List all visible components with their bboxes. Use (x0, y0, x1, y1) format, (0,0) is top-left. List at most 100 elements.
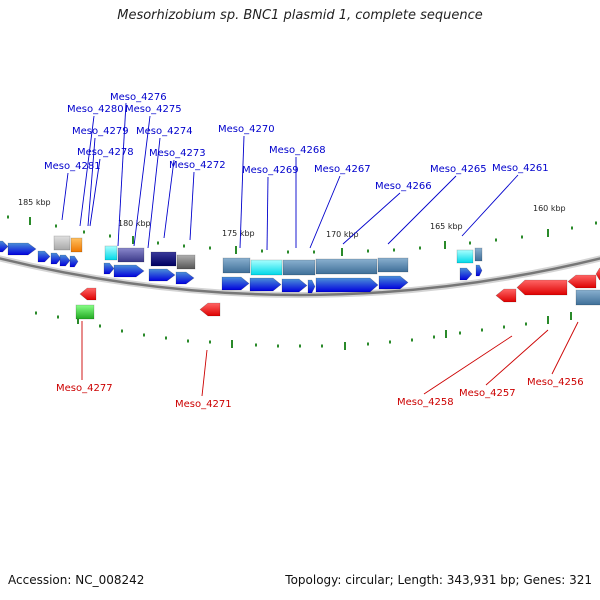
leader-line (485, 329, 549, 386)
topology-info: Topology: circular; Length: 343,931 bp; … (285, 573, 592, 587)
cog-category-block (53, 235, 71, 251)
tick-major (231, 340, 233, 348)
tick-major (29, 217, 31, 225)
tick-minor (433, 335, 435, 339)
gene-label-reverse: Meso_4258 (397, 397, 454, 408)
tick-minor (459, 331, 461, 335)
leader-line (133, 115, 151, 247)
gene-label-forward: Meso_4279 (72, 126, 129, 137)
cog-category-block (282, 259, 316, 276)
leader-line (79, 115, 95, 227)
tick-minor (83, 230, 85, 234)
tick-minor (55, 224, 57, 228)
cog-category-block (176, 254, 196, 270)
tick-major (547, 229, 549, 237)
leader-line (551, 321, 579, 375)
cds-reverse-arrow (495, 288, 517, 303)
gene-label-forward: Meso_4273 (149, 148, 206, 159)
cog-category-block (315, 258, 378, 275)
cog-category-block (70, 237, 83, 253)
leader-line (423, 335, 513, 395)
cog-category-block (474, 247, 483, 262)
tick-minor (571, 226, 573, 230)
tick-minor (503, 325, 505, 329)
tick-minor (255, 343, 257, 347)
cog-category-block (104, 245, 118, 261)
tick-major (547, 316, 549, 324)
cds-forward-arrow (459, 267, 473, 281)
cds-forward-arrow (281, 278, 308, 293)
leader-line (201, 349, 208, 397)
gene-label-forward: Meso_4267 (314, 164, 371, 175)
gene-label-forward: Meso_4281 (44, 161, 101, 172)
tick-major (445, 330, 447, 338)
cds-forward-arrow (175, 271, 195, 285)
tick-major (444, 241, 446, 249)
kbp-scale-label: 160 kbp (533, 204, 566, 213)
tick-minor (165, 336, 167, 340)
tick-minor (313, 250, 315, 254)
cds-reverse-arrow (79, 287, 97, 301)
cds-forward-arrow (249, 277, 282, 292)
kbp-scale-label: 170 kbp (326, 230, 359, 239)
cds-forward-arrow (307, 279, 316, 294)
cds-forward-arrow (37, 250, 51, 263)
gene-label-forward: Meso_4269 (242, 165, 299, 176)
cds-forward-arrow (315, 277, 379, 293)
cds-forward-arrow (475, 264, 483, 277)
gene-label-reverse: Meso_4277 (56, 383, 113, 394)
cds-reverse-arrow (595, 267, 600, 281)
tick-minor (143, 333, 145, 337)
cog-category-block (222, 257, 251, 274)
tick-minor (187, 339, 189, 343)
gene-label-forward: Meso_4275 (125, 104, 182, 115)
leader-line (266, 176, 269, 251)
leader-line (147, 137, 161, 249)
kbp-scale-label: 180 kbp (118, 219, 151, 228)
backbone-arc-core (0, 257, 600, 297)
tick-minor (389, 340, 391, 344)
gene-label-forward: Meso_4274 (136, 126, 193, 137)
cog-category-block (456, 249, 474, 264)
cds-reverse-arrow (516, 279, 568, 296)
gene-label-forward: Meso_4265 (430, 164, 487, 175)
leader-line (89, 158, 101, 227)
gene-label-forward: Meso_4266 (375, 181, 432, 192)
leader-line (239, 135, 245, 249)
leader-line (87, 137, 96, 227)
kbp-scale-label: 185 kbp (18, 198, 51, 207)
cds-forward-arrow (148, 268, 176, 282)
tick-minor (209, 246, 211, 250)
tick-minor (287, 250, 289, 254)
leader-line (117, 102, 127, 247)
tick-minor (525, 322, 527, 326)
tick-major (77, 316, 79, 324)
gene-label-forward: Meso_4278 (77, 147, 134, 158)
tick-major (344, 342, 346, 350)
tick-major (341, 248, 343, 256)
tick-minor (157, 241, 159, 245)
cog-category-block (377, 257, 409, 273)
kbp-scale-label: 175 kbp (222, 229, 255, 238)
kbp-scale-label: 165 kbp (430, 222, 463, 231)
tick-minor (367, 342, 369, 346)
cds-forward-arrow (378, 275, 409, 290)
tick-minor (299, 344, 301, 348)
gene-label-reverse: Meso_4271 (175, 399, 232, 410)
leader-line (61, 172, 69, 221)
tick-minor (521, 235, 523, 239)
cds-forward-arrow (221, 276, 250, 291)
cds-forward-arrow (50, 252, 62, 265)
cds-forward-arrow (69, 255, 79, 268)
cog-category-block (575, 289, 600, 306)
gene-label-forward: Meso_4270 (218, 124, 275, 135)
gene-label-forward: Meso_4268 (269, 145, 326, 156)
tick-minor (595, 221, 597, 225)
leader-line (309, 175, 341, 249)
gene-label-forward: Meso_4276 (110, 92, 167, 103)
gene-label-forward: Meso_4272 (169, 160, 226, 171)
leader-line (342, 192, 401, 245)
leader-line (189, 171, 195, 241)
gene-label-reverse: Meso_4256 (527, 377, 584, 388)
